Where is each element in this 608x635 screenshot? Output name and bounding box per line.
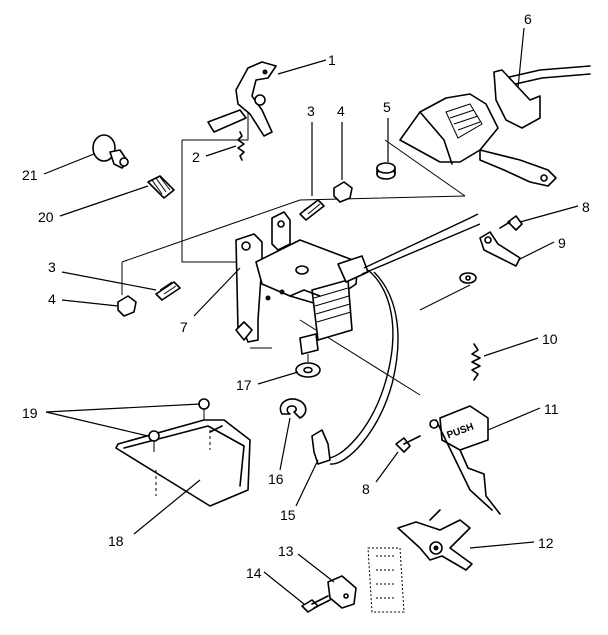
leader-12 xyxy=(469,541,535,549)
callout-6: 6 xyxy=(524,11,532,27)
callout-15: 15 xyxy=(280,507,296,523)
callout-14: 14 xyxy=(246,565,262,581)
part-washer xyxy=(295,354,321,378)
part-screws-19 xyxy=(148,398,210,452)
leader-9 xyxy=(517,241,555,261)
part-cable-bracket xyxy=(399,65,591,187)
leader-8b xyxy=(375,451,399,483)
part-terminal-clip xyxy=(311,429,331,465)
leader-21 xyxy=(43,153,95,175)
part-wire-guard xyxy=(115,419,251,507)
part-small-bracket xyxy=(327,547,405,613)
leader-19a xyxy=(45,403,201,413)
guide-line-lever xyxy=(419,284,471,311)
callout-5: 5 xyxy=(383,99,391,115)
leader-8a xyxy=(519,205,579,223)
leader-11 xyxy=(487,407,541,431)
part-screw-14 xyxy=(301,595,331,613)
callout-8b: 8 xyxy=(362,481,370,497)
guide-line-bracket6 xyxy=(384,139,466,197)
leader-7 xyxy=(193,267,241,317)
part-small-spring xyxy=(237,131,245,161)
callout-numbers: 1 2 3 4 5 6 8 9 10 11 12 13 14 15 16 17 … xyxy=(22,11,590,581)
leader-20 xyxy=(59,185,149,217)
leader-13 xyxy=(297,553,335,583)
leader-18 xyxy=(133,479,201,535)
part-roller-lever xyxy=(397,509,473,571)
leader-15 xyxy=(295,459,319,507)
callout-19: 19 xyxy=(22,405,38,421)
part-screw-lower xyxy=(155,281,181,301)
callout-10: 10 xyxy=(542,331,558,347)
callout-13: 13 xyxy=(278,543,294,559)
part-wire xyxy=(325,213,481,465)
callout-16: 16 xyxy=(268,471,284,487)
callout-3b: 3 xyxy=(48,259,56,275)
leader-19b xyxy=(45,411,149,437)
part-nut-upper xyxy=(333,181,353,203)
part-screw-8-lower xyxy=(395,435,421,453)
guide-line-diagonal xyxy=(121,195,466,263)
part-connector-20 xyxy=(147,175,175,199)
callout-7: 7 xyxy=(180,319,188,335)
part-screw-upper xyxy=(299,199,325,221)
leader-3b xyxy=(61,271,157,291)
callout-4a: 4 xyxy=(337,103,345,119)
part-throttle-lever xyxy=(207,61,277,137)
part-solenoid-coil xyxy=(289,255,369,355)
part-push-bracket: PUSH xyxy=(429,405,501,515)
callout-1: 1 xyxy=(328,52,336,68)
leader-16 xyxy=(279,417,291,471)
callout-18: 18 xyxy=(108,533,124,549)
callout-4b: 4 xyxy=(48,291,56,307)
leader-4b xyxy=(61,299,119,307)
callout-9: 9 xyxy=(558,235,566,251)
part-screw-8-upper xyxy=(499,215,523,231)
guide-line-bracket-left xyxy=(181,140,262,263)
callout-3a: 3 xyxy=(307,103,315,119)
callout-20: 20 xyxy=(38,209,54,225)
callout-17: 17 xyxy=(236,377,252,393)
part-knob xyxy=(92,134,129,169)
part-nut-lower xyxy=(117,295,137,317)
leader-6 xyxy=(517,27,525,89)
callout-8a: 8 xyxy=(582,199,590,215)
leader-lines xyxy=(43,27,579,605)
part-link xyxy=(459,231,521,284)
leader-17 xyxy=(257,371,299,385)
leader-10 xyxy=(483,337,539,357)
part-grommet xyxy=(376,162,396,180)
callout-11: 11 xyxy=(544,401,559,417)
leader-2 xyxy=(205,145,237,157)
part-e-clip xyxy=(279,398,307,419)
callout-21: 21 xyxy=(22,167,38,183)
leader-1 xyxy=(277,59,327,75)
part-spring-10 xyxy=(471,343,481,381)
callout-12: 12 xyxy=(538,535,554,551)
leader-14 xyxy=(263,571,305,605)
callout-2: 2 xyxy=(192,149,200,165)
